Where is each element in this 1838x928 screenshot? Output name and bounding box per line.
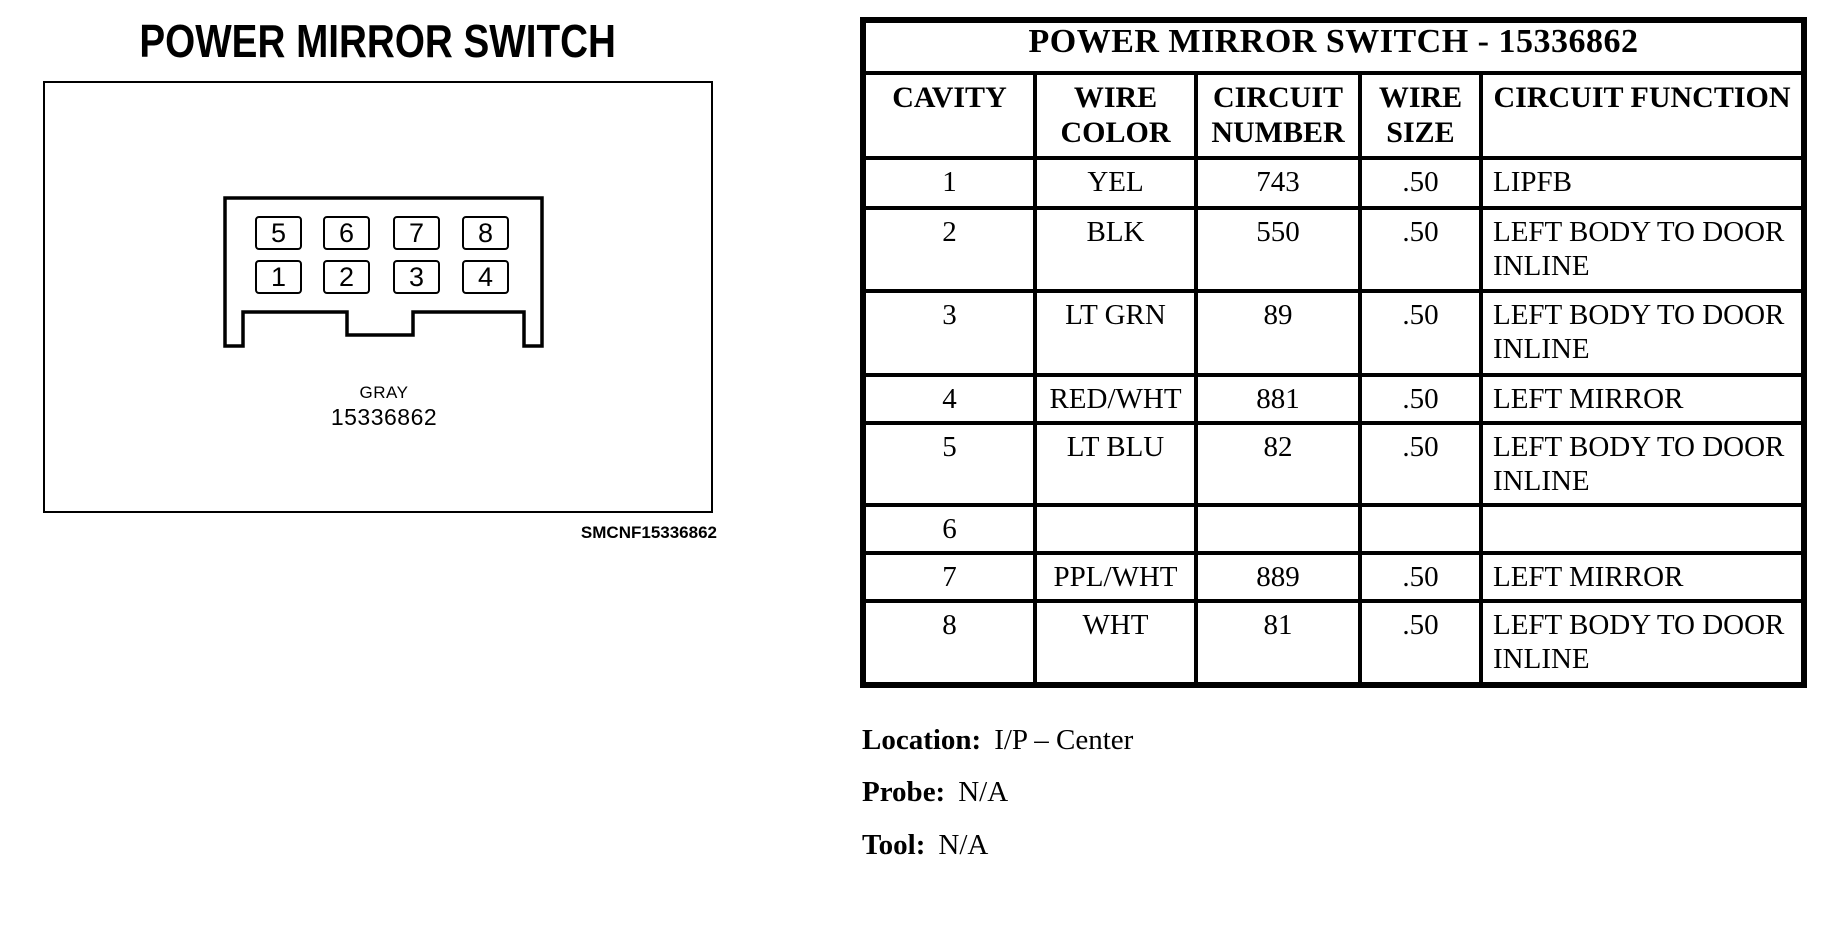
cell-cavity: 8 [861, 599, 1037, 687]
probe-value: N/A [958, 776, 1009, 808]
pin-2: 2 [323, 260, 370, 294]
figure-code: SMCNF15336862 [580, 523, 717, 542]
cell-wire-color: RED/WHT [1033, 373, 1198, 425]
column-header-cavity: CAVITY [861, 71, 1037, 160]
column-header-wire-size: WIRE SIZE [1358, 71, 1483, 160]
cell-wire-size: .50 [1358, 421, 1483, 507]
connector-part-number: 15336862 [330, 404, 438, 430]
connector-label: GRAY 15336862 [223, 383, 545, 431]
cell-circuit-number: 550 [1194, 206, 1362, 293]
cell-wire-color: LT GRN [1033, 289, 1198, 377]
cell-cavity: 4 [861, 373, 1037, 425]
table-row: 8 WHT 81 .50 LEFT BODY TO DOOR INLINE [861, 599, 1807, 687]
column-header-circuit-function: CIRCUIT FUNCTION [1478, 71, 1807, 160]
table-row: 3 LT GRN 89 .50 LEFT BODY TO DOOR INLINE [861, 289, 1807, 377]
diagram-title-text: POWER MIRROR SWITCH [139, 15, 617, 67]
table-row: 7 PPL/WHT 889 .50 LEFT MIRROR [861, 551, 1807, 603]
column-header-wire-color: WIRE COLOR [1033, 71, 1198, 160]
probe-line: Probe: N/A [862, 776, 1008, 809]
cell-wire-color: BLK [1033, 206, 1198, 293]
cell-wire-size: .50 [1358, 206, 1483, 293]
diagram-title: POWER MIRROR SWITCH [43, 14, 713, 68]
cell-circuit-function: LEFT BODY TO DOOR INLINE [1478, 206, 1807, 293]
cell-circuit-number: 889 [1194, 551, 1362, 603]
cell-circuit-function [1478, 503, 1807, 555]
cell-wire-size: .50 [1358, 373, 1483, 425]
cell-wire-size [1358, 503, 1483, 555]
cell-circuit-number: 82 [1194, 421, 1362, 507]
cell-circuit-function: LIPFB [1478, 156, 1807, 210]
table-row: 2 BLK 550 .50 LEFT BODY TO DOOR INLINE [861, 206, 1807, 293]
pin-6: 6 [323, 216, 370, 250]
cell-cavity: 5 [861, 421, 1037, 507]
cell-circuit-function: LEFT MIRROR [1478, 373, 1807, 425]
cell-wire-color: LT BLU [1033, 421, 1198, 507]
tool-label: Tool: [862, 829, 926, 861]
table-row: 6 [861, 503, 1807, 555]
pin-4: 4 [462, 260, 509, 294]
cell-circuit-number: 743 [1194, 156, 1362, 210]
cell-cavity: 3 [861, 289, 1037, 377]
cell-wire-size: .50 [1358, 599, 1483, 687]
cell-cavity: 1 [861, 156, 1037, 210]
table-header-row: CAVITY WIRE COLOR CIRCUIT NUMBER WIRE SI… [861, 71, 1807, 160]
probe-label: Probe: [862, 776, 946, 808]
tool-line: Tool: N/A [862, 829, 988, 862]
pin-5: 5 [255, 216, 302, 250]
pin-1: 1 [255, 260, 302, 294]
cell-circuit-number: 89 [1194, 289, 1362, 377]
table-row: 4 RED/WHT 881 .50 LEFT MIRROR [861, 373, 1807, 425]
cell-wire-color: WHT [1033, 599, 1198, 687]
connector-diagram-frame: 5 6 7 8 1 2 3 4 GRAY 15336862 [43, 81, 713, 513]
connector-color-label: GRAY [359, 383, 409, 402]
cell-circuit-function: LEFT BODY TO DOOR INLINE [1478, 289, 1807, 377]
cell-wire-size: .50 [1358, 289, 1483, 377]
cell-wire-color: YEL [1033, 156, 1198, 210]
cell-cavity: 6 [861, 503, 1037, 555]
table-title: POWER MIRROR SWITCH - 15336862 [860, 18, 1807, 75]
cell-circuit-number [1194, 503, 1362, 555]
cell-circuit-function: LEFT MIRROR [1478, 551, 1807, 603]
table-title-row: POWER MIRROR SWITCH - 15336862 [860, 18, 1807, 75]
location-line: Location: I/P – Center [862, 724, 1133, 757]
cell-circuit-function: LEFT BODY TO DOOR INLINE [1478, 599, 1807, 687]
pin-3: 3 [393, 260, 440, 294]
wiring-table: POWER MIRROR SWITCH - 15336862 CAVITY WI… [860, 17, 1808, 688]
cell-circuit-number: 881 [1194, 373, 1362, 425]
cell-circuit-number: 81 [1194, 599, 1362, 687]
table-row: 1 YEL 743 .50 LIPFB [861, 156, 1807, 210]
location-value: I/P – Center [994, 724, 1134, 756]
pin-7: 7 [393, 216, 440, 250]
cell-wire-size: .50 [1358, 156, 1483, 210]
table-row: 5 LT BLU 82 .50 LEFT BODY TO DOOR INLINE [861, 421, 1807, 507]
cell-circuit-function: LEFT BODY TO DOOR INLINE [1478, 421, 1807, 507]
tool-value: N/A [938, 829, 989, 861]
column-header-circuit-number: CIRCUIT NUMBER [1194, 71, 1362, 160]
location-label: Location: [862, 724, 982, 756]
cell-wire-color [1033, 503, 1198, 555]
cell-wire-size: .50 [1358, 551, 1483, 603]
cell-cavity: 2 [861, 206, 1037, 293]
cell-wire-color: PPL/WHT [1033, 551, 1198, 603]
cell-cavity: 7 [861, 551, 1037, 603]
pin-8: 8 [462, 216, 509, 250]
